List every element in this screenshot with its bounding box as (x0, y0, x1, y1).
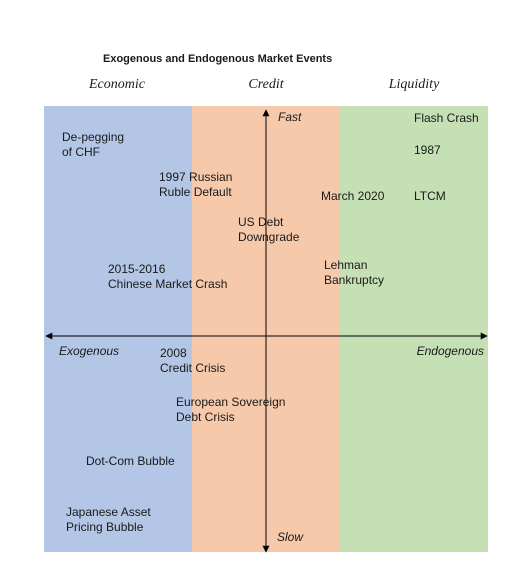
event-label: US Debt Downgrade (238, 215, 300, 244)
column-band-liquidity (340, 106, 488, 552)
event-label: 2015-2016 Chinese Market Crash (108, 262, 227, 291)
event-label: Dot-Com Bubble (86, 454, 175, 468)
event-label: 1987 (414, 143, 441, 157)
event-label: Flash Crash (414, 111, 479, 125)
event-label: De-pegging of CHF (62, 130, 127, 159)
diagram-title: Exogenous and Endogenous Market Events (103, 53, 332, 65)
event-label: 1997 Russian Ruble Default (159, 170, 236, 199)
event-label: March 2020 (321, 189, 385, 203)
event-label: Japanese Asset Pricing Bubble (66, 505, 154, 534)
column-header-liquidity: Liquidity (388, 77, 440, 92)
axis-label-exogenous: Exogenous (59, 344, 119, 358)
event-label: 2008 Credit Crisis (160, 346, 225, 375)
column-header-economic: Economic (88, 77, 146, 92)
event-label: Lehman Bankruptcy (324, 258, 384, 287)
axis-label-fast: Fast (278, 110, 302, 124)
event-label: LTCM (414, 189, 446, 203)
event-label: European Sovereign Debt Crisis (176, 395, 289, 424)
axis-label-endogenous: Endogenous (417, 344, 484, 358)
column-band-economic (44, 106, 192, 552)
column-header-credit: Credit (248, 77, 284, 92)
axis-label-slow: Slow (277, 530, 304, 544)
